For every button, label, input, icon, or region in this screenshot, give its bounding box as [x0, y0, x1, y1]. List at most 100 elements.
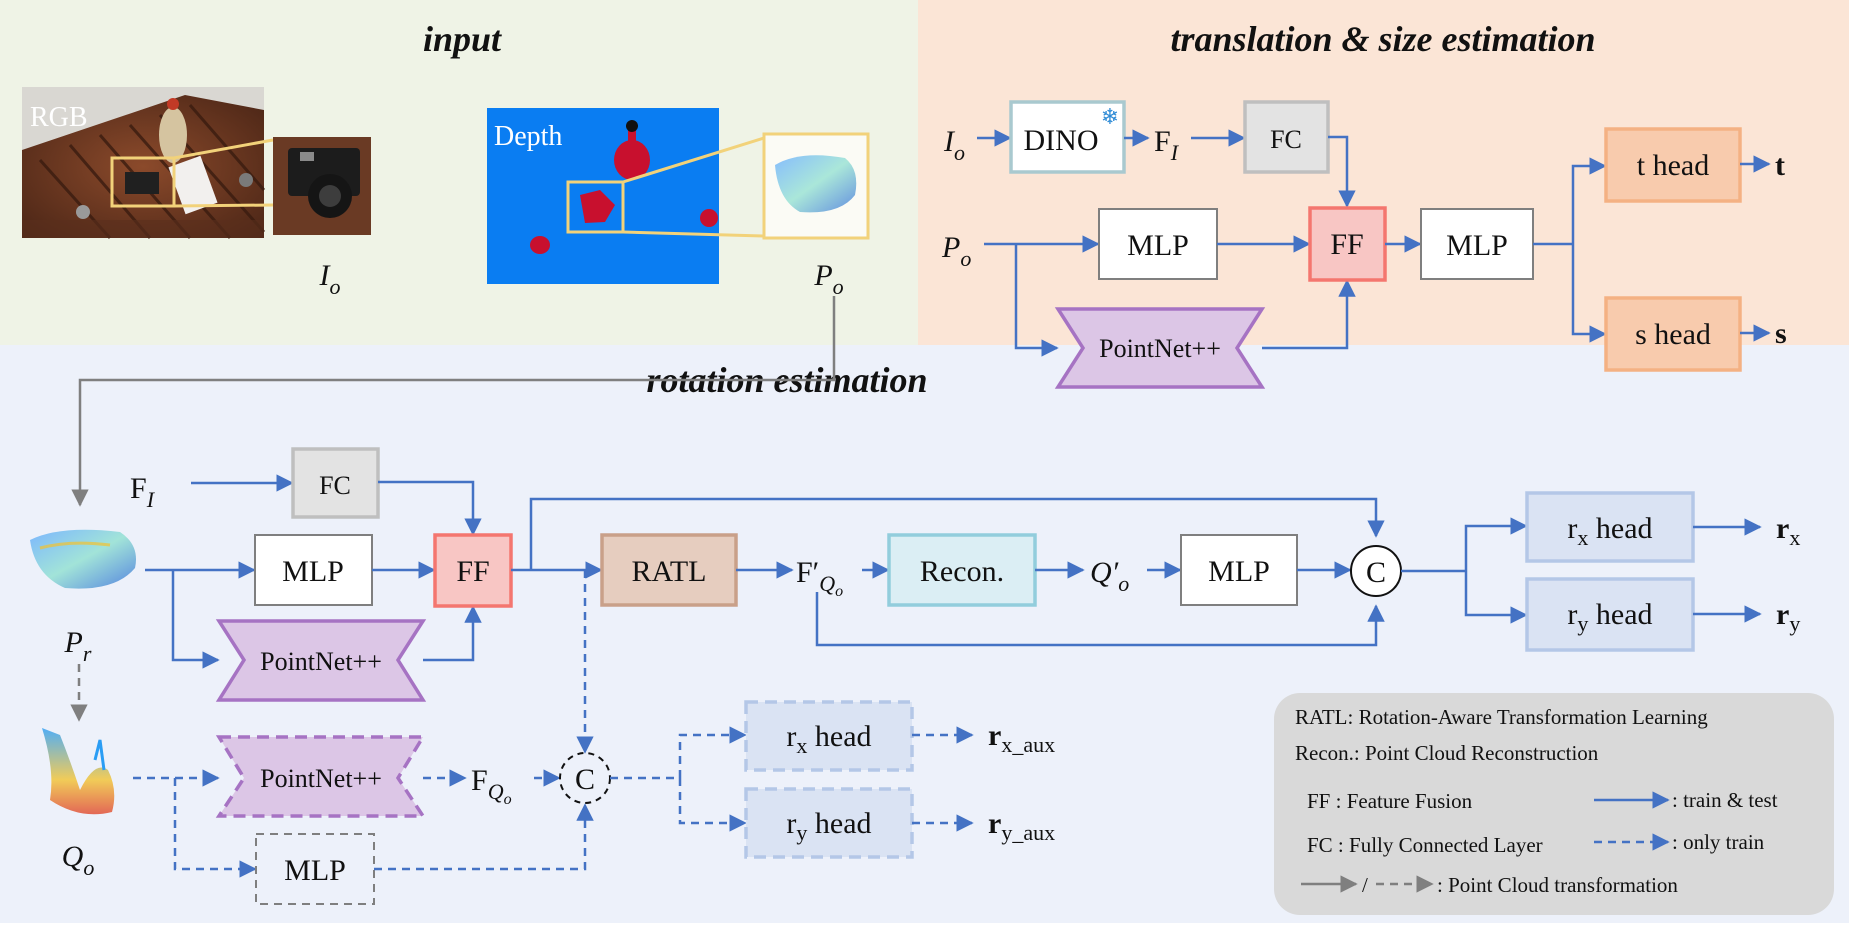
- fq-to-concat-arrow: [815, 592, 1385, 647]
- dino-label: DINO: [1024, 124, 1099, 157]
- rot-mlp2-box: [1180, 534, 1298, 606]
- ry-output: ry: [1776, 598, 1800, 636]
- aux-rx-output: rx_aux: [988, 719, 1055, 757]
- trans-fi-label: FI: [1154, 125, 1180, 165]
- rot-ff-to-concat-skip: [529, 497, 1385, 570]
- ry-head-label: ry head: [1567, 598, 1652, 636]
- to-ry-head-arrow: [1464, 571, 1528, 624]
- trans-mlp1-label: MLP: [1127, 229, 1189, 262]
- rot-mlp-label: MLP: [282, 555, 344, 588]
- aux-pointnet-shape: [215, 735, 427, 818]
- legend-slash: /: [1362, 873, 1368, 897]
- rx-head-label: rx head: [1567, 512, 1652, 550]
- depth-image: Depth: [487, 108, 719, 284]
- pr-to-pointnet-arrow: [171, 570, 220, 669]
- t-head-box: [1604, 127, 1742, 203]
- trans-pointnet-shape: [1054, 307, 1266, 389]
- qo-label: Qo: [62, 840, 95, 880]
- pr-pointcloud: [30, 529, 136, 589]
- to-aux-rx-head-arrow: [678, 726, 747, 778]
- aux-pointnet-label: PointNet++: [260, 764, 382, 793]
- rx-output: rx: [1776, 512, 1800, 550]
- depth-zoom-line-top: [622, 136, 765, 184]
- snowflake-icon: ❄: [1101, 105, 1119, 130]
- po-to-pointnet-arrow: [1014, 244, 1059, 357]
- rgb-zoom-line-top: [173, 138, 274, 160]
- rgb-zoom-line-bottom: [173, 203, 274, 208]
- input-title: input: [423, 19, 502, 59]
- fqo-label: FQo: [471, 764, 512, 808]
- rgb-label: RGB: [30, 102, 88, 133]
- s-head-box: [1604, 296, 1742, 372]
- trans-io-label: Io: [943, 125, 965, 165]
- rot-mlp2-label: MLP: [1208, 555, 1270, 588]
- ratl-label: RATL: [632, 555, 707, 588]
- rot-pointnet-label: PointNet++: [260, 647, 382, 676]
- aux-ry-output: ry_aux: [988, 807, 1055, 845]
- rot-pointnet-to-ff-arrow: [423, 605, 482, 662]
- aux-rx-head-label: rx head: [786, 720, 871, 758]
- to-rx-head-arrow: [1464, 517, 1528, 571]
- legend-only-train: : only train: [1672, 830, 1765, 854]
- rx-head-box: [1525, 491, 1695, 563]
- rot-fc-box: [291, 447, 380, 519]
- legend-recon: Recon.: Point Cloud Reconstruction: [1295, 741, 1599, 765]
- rgb-crop-image: [273, 137, 371, 235]
- depth-zoom-line-bottom: [622, 230, 765, 238]
- ratl-box: [600, 533, 738, 607]
- po-label: Po: [813, 259, 843, 299]
- trans-ff-box: [1308, 206, 1387, 282]
- depth-label: Depth: [494, 121, 562, 152]
- trans-ff-label: FF: [1330, 228, 1363, 261]
- trans-mlp2-box: [1420, 208, 1534, 280]
- translation-title: translation & size estimation: [1170, 19, 1595, 59]
- t-head-label: t head: [1637, 149, 1709, 182]
- rot-fc-label: FC: [319, 471, 351, 500]
- legend-ff: FF : Feature Fusion: [1307, 789, 1473, 813]
- to-t-head-arrow: [1571, 157, 1607, 244]
- legend-train-test: : train & test: [1672, 788, 1778, 812]
- dino-box: [1009, 100, 1126, 174]
- po-to-pr-connector: [71, 296, 836, 507]
- aux-mlp-box: [255, 833, 375, 905]
- trans-mlp2-label: MLP: [1446, 229, 1508, 262]
- aux-mlp-label: MLP: [284, 854, 346, 887]
- legend-ratl: RATL: Rotation-Aware Transformation Lear…: [1295, 705, 1708, 729]
- s-output: s: [1775, 317, 1787, 350]
- concat-label: C: [1366, 556, 1386, 589]
- qo-pointcloud: [42, 728, 115, 815]
- q-prime-label: Q′o: [1090, 556, 1129, 596]
- io-label: Io: [319, 259, 341, 299]
- trans-fc-label: FC: [1270, 125, 1302, 154]
- fq-prime-label: F′Qo: [796, 556, 843, 600]
- legend-box: [1274, 693, 1834, 915]
- s-head-label: s head: [1635, 318, 1711, 351]
- trans-pointnet-label: PointNet++: [1099, 334, 1221, 363]
- rot-pointnet-shape: [215, 619, 427, 702]
- rot-fc-to-ff-arrow: [378, 480, 482, 536]
- trans-po-label: Po: [941, 231, 971, 271]
- pr-label: Pr: [64, 626, 92, 666]
- rot-ff-box: [433, 533, 513, 608]
- t-output: t: [1775, 149, 1785, 182]
- ry-head-box: [1525, 577, 1695, 652]
- to-aux-ry-head-arrow: [678, 778, 747, 832]
- rot-mlp-box: [254, 534, 373, 606]
- depth-crop-pointcloud: [762, 132, 870, 240]
- legend-fc: FC : Fully Connected Layer: [1307, 833, 1543, 857]
- rgb-image: RGB: [22, 87, 266, 240]
- aux-rx-head-box: [744, 700, 914, 772]
- qo-to-aux-mlp-arrow: [173, 778, 257, 878]
- fc-to-ff-arrow: [1328, 135, 1356, 208]
- recon-box: [887, 533, 1037, 607]
- aux-concat-label: C: [575, 763, 595, 796]
- trans-mlp1-box: [1098, 208, 1218, 280]
- legend-pc-transform: : Point Cloud transformation: [1437, 873, 1678, 897]
- recon-label: Recon.: [920, 555, 1004, 588]
- rot-ff-label: FF: [456, 555, 489, 588]
- aux-mlp-to-concat-arrow: [374, 803, 594, 871]
- to-s-head-arrow: [1571, 244, 1607, 343]
- aux-ry-head-label: ry head: [786, 807, 871, 845]
